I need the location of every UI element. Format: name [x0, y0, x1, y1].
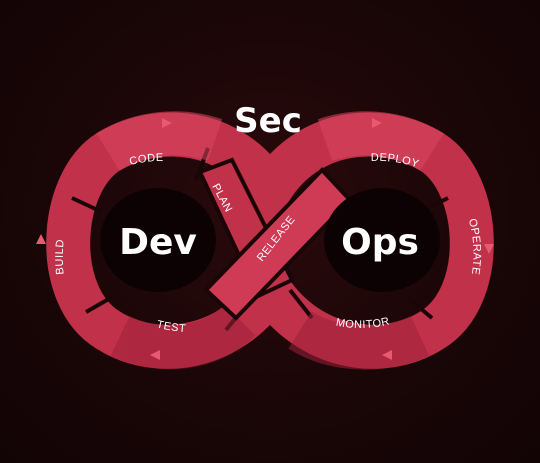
ops-hub: [324, 188, 440, 292]
hub-dev-label: Dev: [119, 222, 197, 263]
segment-shading: [96, 111, 444, 370]
title-sec: Sec: [234, 101, 302, 141]
stage-monitor-label: MONITOR: [335, 315, 391, 331]
arrow-icon: [372, 118, 382, 128]
stage-build-label: BUILD: [54, 239, 67, 275]
arrow-icon: [36, 234, 46, 244]
arrow-icon: [382, 350, 392, 360]
dev-hub: [100, 188, 216, 292]
arrow-icon: [150, 350, 160, 360]
arrow-icon: [162, 118, 172, 128]
flow-arrows: [36, 118, 494, 360]
hub-ops-label: Ops: [341, 222, 419, 263]
crossing-release: [203, 167, 353, 321]
arrow-icon: [484, 244, 494, 254]
stage-test-label: TEST: [155, 319, 186, 336]
